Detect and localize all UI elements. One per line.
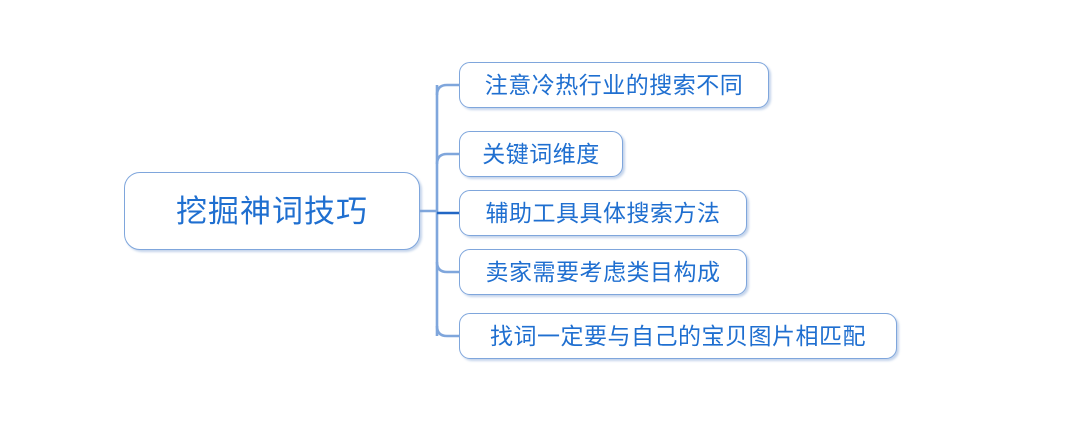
branch-node-4-label: 卖家需要考虑类目构成 <box>485 259 721 285</box>
branch-node-4[interactable]: 卖家需要考虑类目构成 <box>459 249 747 295</box>
branch-node-1-label: 注意冷热行业的搜索不同 <box>484 72 744 98</box>
branch-node-2[interactable]: 关键词维度 <box>459 131 623 177</box>
branch-node-3-label: 辅助工具具体搜索方法 <box>485 200 721 226</box>
branch-node-5[interactable]: 找词一定要与自己的宝贝图片相匹配 <box>459 313 897 359</box>
connector-branch-1 <box>435 83 459 96</box>
branch-node-2-label: 关键词维度 <box>482 141 600 167</box>
branch-node-3[interactable]: 辅助工具具体搜索方法 <box>459 190 747 236</box>
branch-node-5-label: 找词一定要与自己的宝贝图片相匹配 <box>490 323 866 349</box>
root-node[interactable]: 挖掘神词技巧 <box>124 172 420 250</box>
root-node-label: 挖掘神词技巧 <box>176 193 368 229</box>
connector-branch-5 <box>435 325 459 338</box>
connector-branch-4 <box>435 261 459 274</box>
connector-branch-2 <box>435 152 459 165</box>
branch-node-1[interactable]: 注意冷热行业的搜索不同 <box>459 62 769 108</box>
